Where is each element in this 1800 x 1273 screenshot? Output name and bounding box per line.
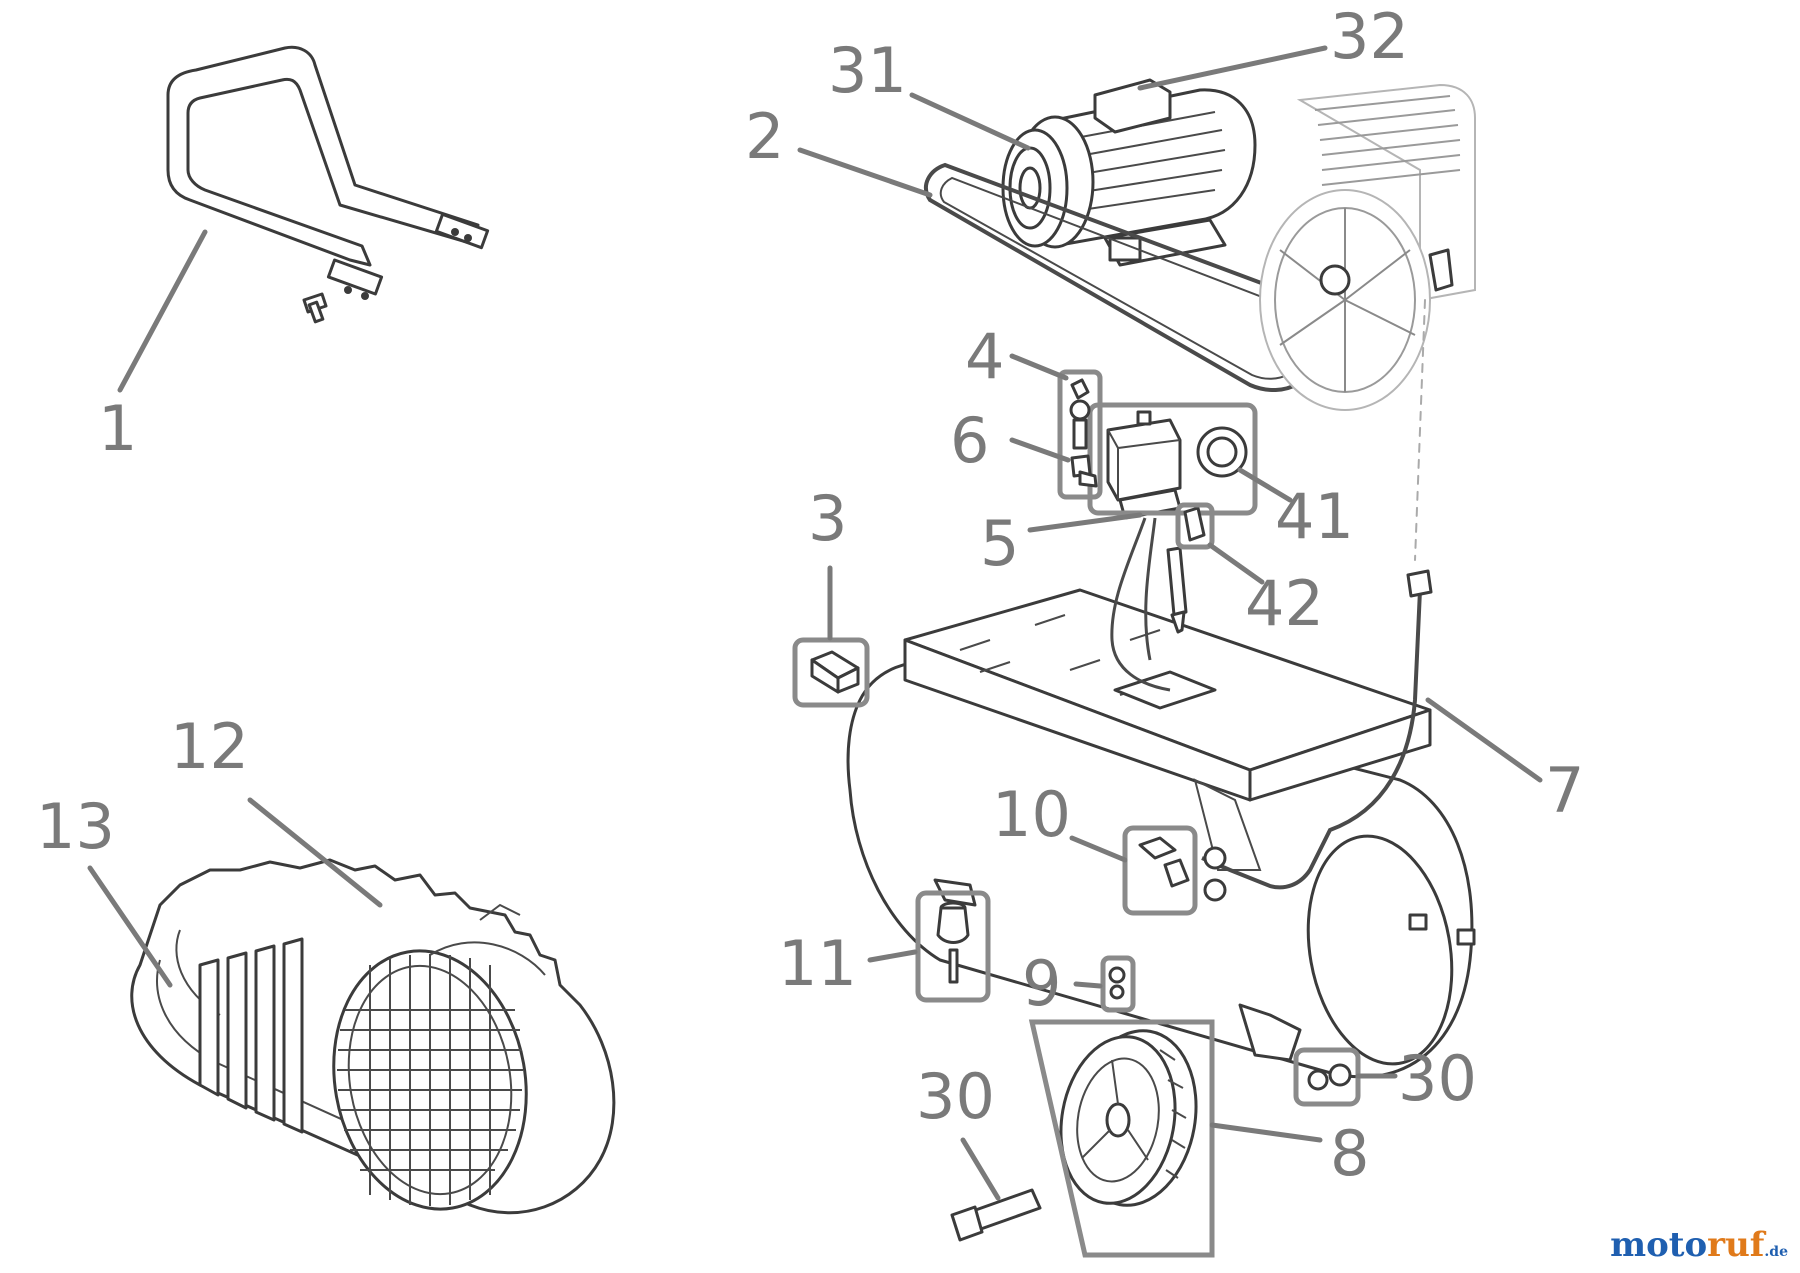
part-pressure-switch xyxy=(1106,410,1248,520)
part-compressor-pump xyxy=(1259,83,1476,411)
callout-1: 1 xyxy=(98,392,137,465)
callout-11: 11 xyxy=(778,927,857,1000)
callout-3: 3 xyxy=(808,482,847,555)
part-bolt-30 xyxy=(950,1188,1042,1242)
group-frame-8 xyxy=(1028,1019,1215,1258)
part-wheel xyxy=(1059,1029,1198,1207)
group-frame-41 xyxy=(1087,402,1258,516)
leader-line-13 xyxy=(87,865,173,988)
callout-10: 10 xyxy=(992,778,1071,851)
leader-line-8 xyxy=(1209,1122,1323,1143)
part-nut-9 xyxy=(1108,966,1126,1000)
callout-2: 2 xyxy=(745,100,784,173)
leader-line-4 xyxy=(1009,353,1069,381)
dash-pump-to-tank xyxy=(1414,299,1426,561)
group-frame-9 xyxy=(1100,955,1136,1013)
callout-13: 13 xyxy=(36,790,115,863)
part-quick-connector xyxy=(810,650,860,694)
part-check-valve xyxy=(1166,506,1206,634)
group-frame-4-6 xyxy=(1057,369,1103,500)
callout-32: 32 xyxy=(1330,0,1409,73)
callout-6: 6 xyxy=(950,404,989,477)
part-fittings-4-6 xyxy=(1069,378,1098,488)
callout-30-right: 30 xyxy=(1398,1042,1477,1115)
part-electric-motor xyxy=(1001,78,1257,267)
watermark-part-3: .de xyxy=(1764,1244,1788,1260)
grille xyxy=(332,949,528,1211)
leader-line-41 xyxy=(1237,467,1293,503)
group-frame-11 xyxy=(915,890,991,1003)
callout-31: 31 xyxy=(828,34,907,107)
part-handle-bar xyxy=(166,45,490,324)
leader-line-1 xyxy=(117,229,208,393)
part-rubber-foot xyxy=(936,901,970,984)
part-cable xyxy=(1110,517,1171,692)
leader-line-12 xyxy=(247,797,383,908)
leader-line-11 xyxy=(867,949,918,963)
callout-4: 4 xyxy=(965,320,1004,393)
watermark-logo: motoruf.de xyxy=(1610,1225,1788,1265)
leader-line-10 xyxy=(1069,835,1128,863)
leader-line-32 xyxy=(1137,45,1328,91)
group-frame-10 xyxy=(1122,825,1198,916)
part-nut-washer-30 xyxy=(1307,1063,1352,1091)
leader-line-6 xyxy=(1009,437,1071,463)
leader-line-31 xyxy=(909,92,1031,151)
part-drain-valve xyxy=(1138,836,1227,902)
part-air-tank xyxy=(846,588,1476,1079)
callout-12: 12 xyxy=(170,710,249,783)
callout-8: 8 xyxy=(1330,1117,1369,1190)
leader-line-2 xyxy=(797,147,933,198)
leader-line-7 xyxy=(1425,697,1543,783)
leader-line-9 xyxy=(1073,981,1103,989)
callout-30-left: 30 xyxy=(916,1060,995,1133)
callout-9: 9 xyxy=(1022,947,1061,1020)
watermark-part-1: moto xyxy=(1610,1225,1708,1265)
leader-line-42 xyxy=(1207,542,1265,585)
callout-5: 5 xyxy=(980,507,1019,580)
callout-42: 42 xyxy=(1245,567,1324,640)
leader-line-5 xyxy=(1027,512,1143,533)
callout-7: 7 xyxy=(1545,754,1584,827)
vent-slots xyxy=(198,937,304,1134)
leader-line-30a xyxy=(960,1137,1001,1201)
callout-41: 41 xyxy=(1275,480,1354,553)
part-belt-guard xyxy=(130,858,616,1215)
watermark-part-2: ruf xyxy=(1707,1225,1765,1265)
part-pipe xyxy=(1201,569,1433,890)
group-frame-42 xyxy=(1175,502,1215,550)
